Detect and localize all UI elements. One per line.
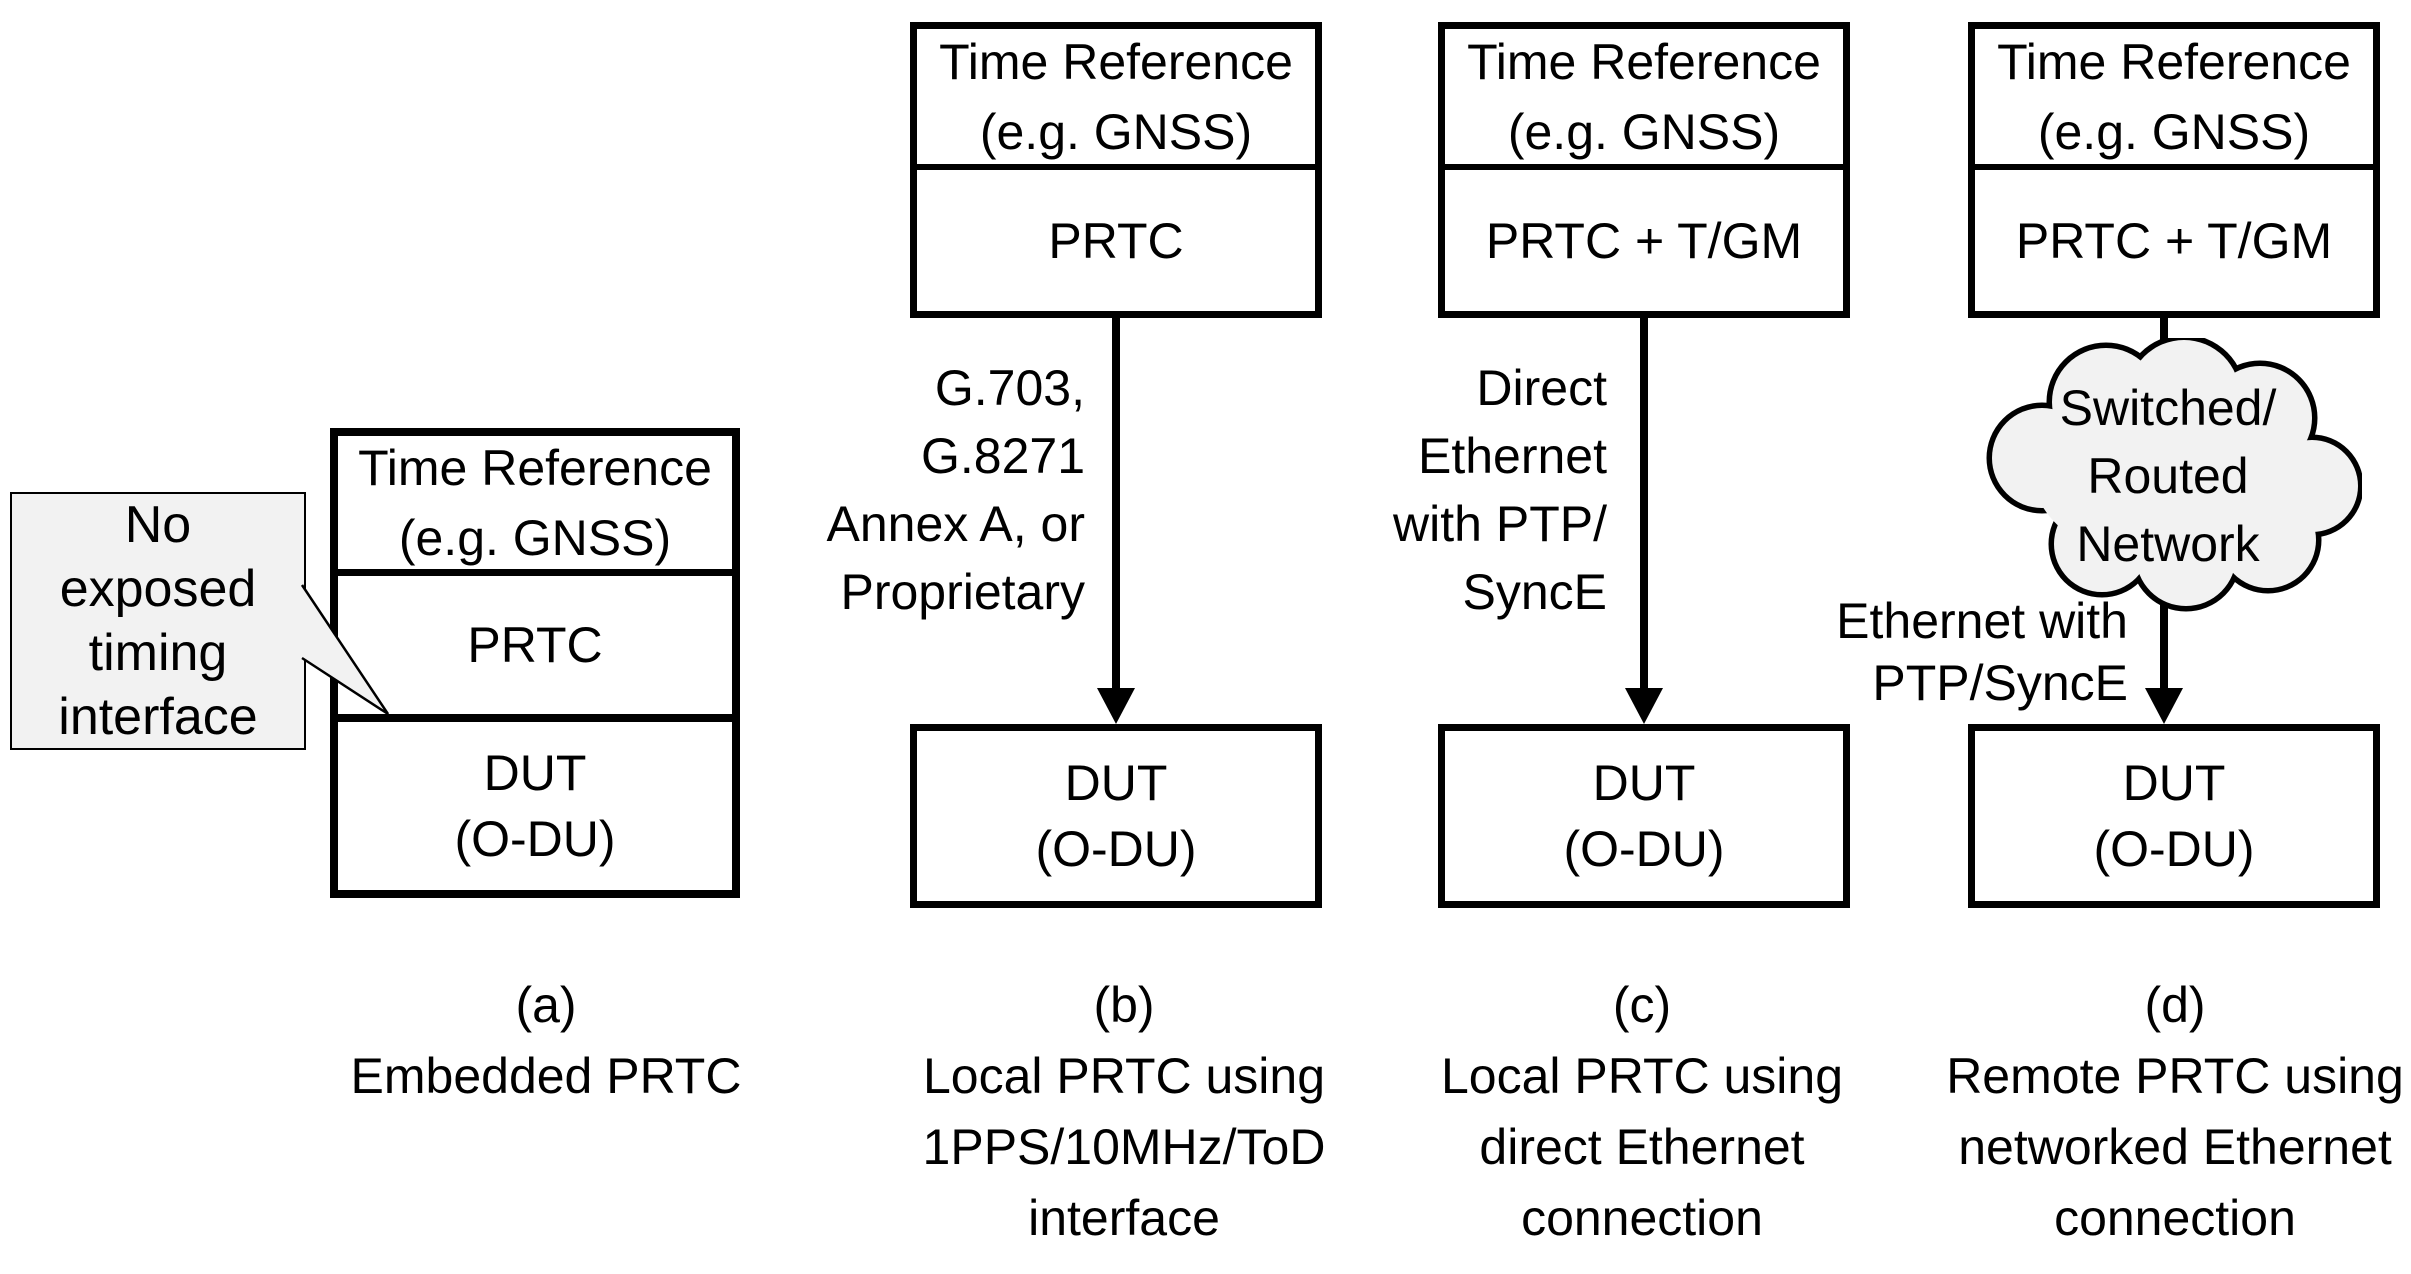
link-label-line: PTP/SyncE: [1872, 655, 2128, 711]
time-reference-sublabel: (e.g. GNSS): [2037, 103, 2311, 160]
caption-d-text: connection: [2054, 1190, 2296, 1246]
dut-label: DUT: [1064, 755, 1168, 811]
time-reference-label: Time Reference: [1997, 33, 2351, 90]
caption-d-text: networked Ethernet: [1958, 1119, 2392, 1175]
caption-d: (d) Remote PRTC using networked Ethernet…: [1895, 970, 2411, 1254]
down-arrow-b: [1097, 318, 1135, 724]
caption-c-text: connection: [1521, 1190, 1763, 1246]
time-reference-section: Time Reference (e.g. GNSS): [917, 29, 1315, 170]
cloud-label-line: Routed: [2087, 448, 2249, 504]
dut-sublabel: (O-DU): [2093, 821, 2255, 877]
down-arrow-c: [1625, 318, 1663, 724]
caption-c-text: direct Ethernet: [1479, 1119, 1805, 1175]
caption-d-label: (d): [2144, 977, 2206, 1033]
link-label-c: Direct Ethernet with PTP/ SyncE: [1317, 354, 1607, 626]
caption-c: (c) Local PRTC using direct Ethernet con…: [1362, 970, 1922, 1254]
time-reference-label: Time Reference: [358, 439, 712, 496]
caption-c-text: Local PRTC using: [1440, 1048, 1844, 1104]
dut-sublabel: (O-DU): [454, 811, 616, 867]
callout-line: interface: [58, 688, 258, 746]
time-reference-sublabel: (e.g. GNSS): [398, 509, 672, 566]
link-label-b: G.703, G.8271 Annex A, or Proprietary: [755, 354, 1086, 626]
time-reference-label: Time Reference: [939, 33, 1293, 90]
caption-c-label: (c): [1612, 977, 1672, 1033]
prtc-tgm-label: PRTC + T/GM: [1485, 212, 1803, 269]
remote-prtc-source-box-d: Time Reference (e.g. GNSS) PRTC + T/GM: [1968, 22, 2380, 318]
time-reference-section: Time Reference (e.g. GNSS): [1975, 29, 2373, 170]
switched-routed-network-cloud: [1986, 338, 2362, 612]
link-label-line: G.8271: [920, 428, 1085, 484]
link-label-line: Proprietary: [840, 564, 1085, 620]
caption-a: (a) Embedded PRTC: [266, 970, 826, 1112]
dut-label: DUT: [2122, 755, 2226, 811]
caption-b-label: (b): [1093, 977, 1155, 1033]
prtc-tgm-section: PRTC + T/GM: [1975, 170, 2373, 311]
dut-section: DUT (O-DU): [338, 722, 732, 890]
prtc-label: PRTC: [1048, 212, 1184, 269]
dut-label: DUT: [1592, 755, 1696, 811]
link-label-line: Direct: [1476, 360, 1607, 416]
callout-line: timing: [88, 624, 228, 682]
cloud-label-line: Switched/: [2059, 380, 2277, 436]
caption-a-text: Embedded PRTC: [350, 1048, 742, 1104]
time-reference-section: Time Reference (e.g. GNSS): [338, 436, 732, 576]
caption-d-text: Remote PRTC using: [1946, 1048, 2404, 1104]
callout-line: No: [124, 496, 192, 554]
callout-pointer-icon: [300, 584, 390, 716]
cloud-label-line: Network: [2076, 516, 2260, 572]
link-label-line: SyncE: [1462, 564, 1607, 620]
time-reference-sublabel: (e.g. GNSS): [1507, 103, 1781, 160]
caption-b-text: Local PRTC using: [922, 1048, 1326, 1104]
caption-b-text: interface: [1028, 1190, 1220, 1246]
local-prtc-source-box-b: Time Reference (e.g. GNSS) PRTC: [910, 22, 1322, 318]
link-label-d: Ethernet with PTP/SyncE: [1778, 590, 2128, 714]
dut-sublabel: (O-DU): [1563, 821, 1725, 877]
prtc-label: PRTC: [467, 617, 603, 673]
link-label-line: Ethernet with: [1836, 593, 2128, 649]
dut-label: DUT: [483, 745, 587, 801]
prtc-section: PRTC: [338, 576, 732, 722]
dut-sublabel: (O-DU): [1035, 821, 1197, 877]
no-exposed-timing-interface-callout: No exposed timing interface: [10, 492, 306, 750]
local-prtc-source-box-c: Time Reference (e.g. GNSS) PRTC + T/GM: [1438, 22, 1850, 318]
caption-b: (b) Local PRTC using 1PPS/10MHz/ToD inte…: [844, 970, 1404, 1254]
dut-box-d: DUT (O-DU): [1968, 724, 2380, 908]
link-label-line: G.703,: [934, 360, 1085, 416]
link-label-line: Annex A, or: [826, 496, 1086, 552]
prtc-tgm-section: PRTC + T/GM: [1445, 170, 1843, 311]
time-reference-sublabel: (e.g. GNSS): [979, 103, 1253, 160]
caption-a-label: (a): [515, 977, 577, 1033]
embedded-prtc-stack-box: Time Reference (e.g. GNSS) PRTC DUT (O-D…: [330, 428, 740, 898]
callout-line: exposed: [59, 560, 257, 618]
dut-box-c: DUT (O-DU): [1438, 724, 1850, 908]
dut-box-b: DUT (O-DU): [910, 724, 1322, 908]
prtc-tgm-label: PRTC + T/GM: [2015, 212, 2333, 269]
caption-b-text: 1PPS/10MHz/ToD: [922, 1119, 1326, 1175]
link-label-line: with PTP/: [1393, 496, 1607, 552]
cloud-label: Switched/ Routed Network: [2008, 374, 2328, 578]
prtc-section: PRTC: [917, 170, 1315, 311]
time-reference-section: Time Reference (e.g. GNSS): [1445, 29, 1843, 170]
link-label-line: Ethernet: [1417, 428, 1607, 484]
time-reference-label: Time Reference: [1467, 33, 1821, 90]
